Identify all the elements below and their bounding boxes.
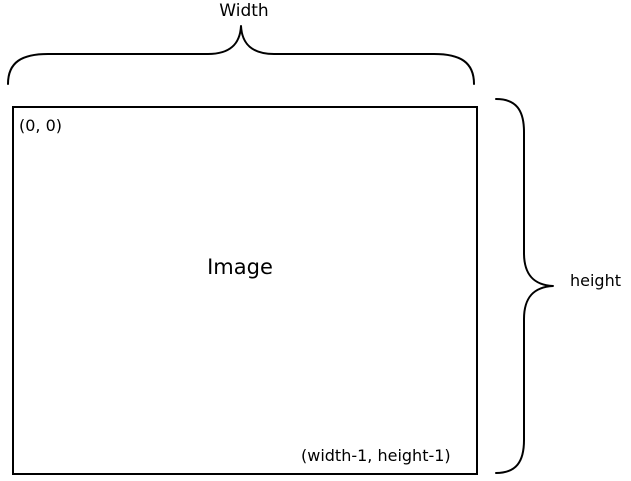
origin-coordinate-label: (0, 0): [19, 116, 63, 135]
image-rectangle: [12, 106, 478, 475]
width-label: Width: [219, 1, 269, 21]
height-label: height: [570, 271, 621, 290]
height-brace: [495, 98, 554, 474]
width-brace: [7, 25, 475, 85]
image-label: Image: [207, 255, 273, 279]
corner-coordinate-label: (width-1, height-1): [301, 446, 451, 465]
